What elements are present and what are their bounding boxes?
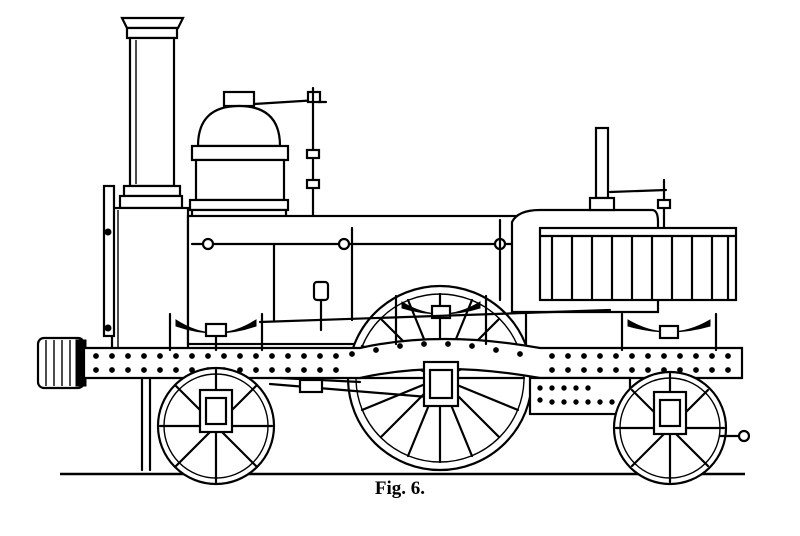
- buffer: [36, 336, 87, 390]
- front-stay: [140, 376, 152, 472]
- figure-caption: Fig. 6.: [374, 478, 426, 499]
- connecting-rod: [268, 376, 442, 400]
- front-spring: [168, 312, 264, 352]
- chimney: [118, 16, 185, 210]
- smokebox: [102, 184, 190, 352]
- driving-axlebox: [422, 360, 460, 408]
- coal-rails: [538, 226, 738, 302]
- main-frame: [82, 337, 744, 380]
- steam-dome: [188, 90, 290, 238]
- safety-valve: [252, 86, 328, 220]
- firebox-plate: [528, 376, 632, 416]
- rear-spring: [620, 312, 718, 352]
- front-wheel: [156, 366, 276, 486]
- handrail: [258, 308, 612, 324]
- rear-wheel: [612, 370, 728, 486]
- rear-coupling: [718, 429, 751, 443]
- lamp: [312, 280, 330, 332]
